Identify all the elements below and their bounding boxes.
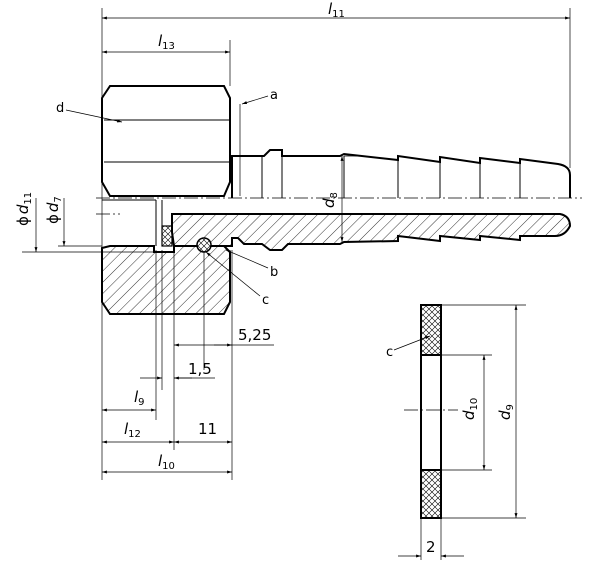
svg-text:a: a [270,88,278,103]
dimensions [22,8,571,480]
washer-lower-section [420,469,442,519]
svg-text:l9: l9 [134,388,145,408]
hose-tail-upper [231,149,571,198]
svg-text:c: c [262,293,269,308]
washer-body [420,354,442,471]
svg-text:c: c [386,345,393,360]
svg-text:ϕd11: ϕd11 [14,192,34,226]
svg-text:5,25: 5,25 [238,326,271,344]
labels: l11 l13 d a b c ϕd11 ϕd7 d8 5,25 1,5 l9 … [14,0,345,472]
svg-text:1,5: 1,5 [188,360,212,378]
svg-text:d: d [56,101,64,116]
washer-section [161,225,173,247]
fitting-assembly [96,85,582,315]
svg-text:2: 2 [426,538,436,556]
svg-text:l11: l11 [328,0,345,20]
washer-upper-section [420,304,442,356]
nut-upper [101,85,231,197]
svg-text:l12: l12 [124,420,141,440]
svg-text:d9: d9 [496,404,516,420]
svg-text:d10: d10 [460,398,480,420]
svg-text:ϕd7: ϕd7 [44,196,64,224]
svg-text:l10: l10 [158,452,175,472]
svg-text:11: 11 [198,420,217,438]
svg-text:b: b [270,265,278,280]
washer-detail: c 2 d10 d9 [386,304,526,560]
hose-tail-section [171,213,572,251]
svg-text:l13: l13 [158,32,175,52]
svg-text:d8: d8 [320,192,340,208]
